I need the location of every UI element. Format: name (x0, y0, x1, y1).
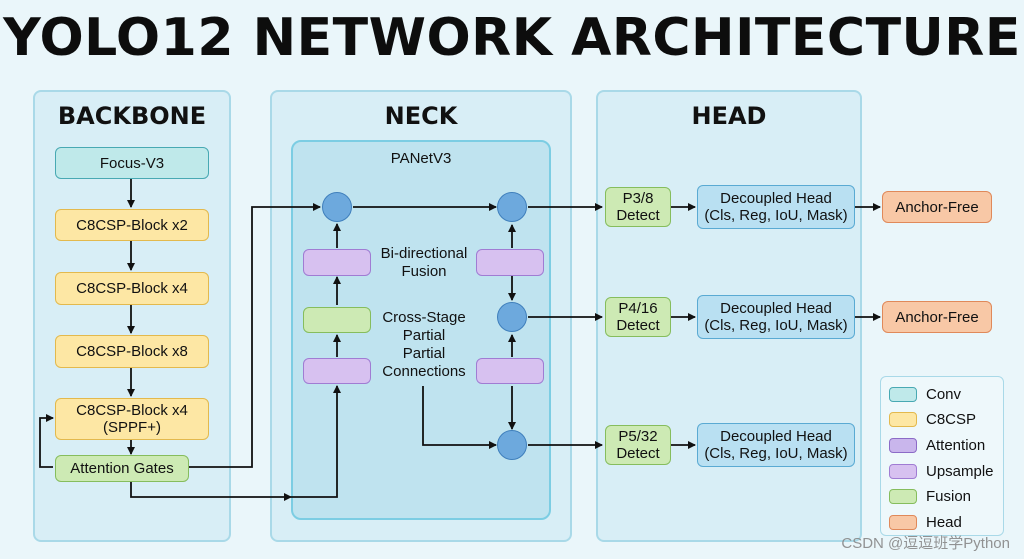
p3-detect-block: P3/8 Detect (605, 187, 671, 227)
legend-swatch-attention (889, 437, 917, 453)
c8csp-block-x4: C8CSP-Block x4 (55, 272, 209, 305)
neck-upsample-bar-upper-left (303, 249, 371, 276)
neck-upsample-bar-lower-right (476, 358, 544, 384)
legend-item-upsample: Upsample (889, 462, 994, 480)
legend-label-c8csp: C8CSP (926, 410, 977, 428)
c8csp-sppf-line1: C8CSP-Block x4 (76, 402, 188, 419)
anchor-free-p4: Anchor-Free (882, 301, 992, 333)
neck-title: NECK (384, 102, 458, 130)
csp-line1: Cross-Stage (382, 309, 466, 326)
p4-detect-block: P4/16 Detect (605, 297, 671, 337)
bidir-line1: Bi-directional (380, 245, 468, 262)
diagram-title: YOLO12 NETWORK ARCHITECTURE (3, 8, 1021, 68)
legend-item-c8csp: C8CSP (889, 410, 976, 428)
dh-p5-line1: Decoupled Head (720, 428, 832, 445)
anchor-free-p3: Anchor-Free (882, 191, 992, 223)
decoupled-head-p3: Decoupled Head (Cls, Reg, IoU, Mask) (697, 185, 855, 229)
c8csp-block-x8: C8CSP-Block x8 (55, 335, 209, 368)
legend-label-fusion: Fusion (926, 487, 972, 505)
neck-node-mid-right (497, 302, 527, 332)
c8csp-sppf-line2: (SPPF+) (103, 419, 161, 436)
legend-swatch-conv (889, 386, 917, 402)
legend-label-head: Head (926, 513, 962, 531)
legend-swatch-fusion (889, 488, 917, 504)
p3-line2: Detect (616, 207, 660, 224)
legend-swatch-upsample (889, 463, 917, 479)
legend-item-attention: Attention (889, 436, 985, 454)
c8csp-block-x4-sppf: C8CSP-Block x4 (SPPF+) (55, 398, 209, 440)
neck-upsample-bar-lower-left (303, 358, 371, 384)
neck-node-top-left (322, 192, 352, 222)
csp-line3: Partial (402, 345, 446, 362)
legend: Conv C8CSP Attention Upsample Fusion Hea… (880, 376, 1004, 536)
csp-line2: Partial (402, 327, 446, 344)
dh-p4-line2: (Cls, Reg, IoU, Mask) (704, 317, 848, 334)
dh-p5-line2: (Cls, Reg, IoU, Mask) (704, 445, 848, 462)
p5-line2: Detect (616, 445, 660, 462)
legend-label-upsample: Upsample (926, 462, 994, 480)
p5-line1: P5/32 (618, 428, 658, 445)
attention-gates-block: Attention Gates (55, 455, 189, 482)
decoupled-head-p4: Decoupled Head (Cls, Reg, IoU, Mask) (697, 295, 855, 339)
legend-item-head: Head (889, 513, 962, 531)
legend-item-conv: Conv (889, 385, 961, 403)
p4-line2: Detect (616, 317, 660, 334)
legend-label-conv: Conv (926, 385, 962, 403)
panet-title: PANetV3 (390, 150, 452, 167)
legend-swatch-head (889, 514, 917, 530)
focus-v3-block: Focus-V3 (55, 147, 209, 179)
neck-upsample-bar-upper-right (476, 249, 544, 276)
cross-stage-partial-label: Cross-Stage Partial Partial Connections (372, 309, 476, 381)
dh-p4-line1: Decoupled Head (720, 300, 832, 317)
backbone-title: BACKBONE (57, 102, 207, 130)
head-title: HEAD (691, 102, 767, 130)
neck-fusion-bar-left (303, 307, 371, 333)
p3-line1: P3/8 (622, 190, 654, 207)
dh-p3-line1: Decoupled Head (720, 190, 832, 207)
dh-p3-line2: (Cls, Reg, IoU, Mask) (704, 207, 848, 224)
csp-line4: Connections (382, 363, 466, 380)
p4-line1: P4/16 (618, 300, 658, 317)
bidirectional-fusion-label: Bi-directional Fusion (372, 245, 476, 281)
legend-label-attention: Attention (926, 436, 986, 454)
neck-node-bottom-right (497, 430, 527, 460)
c8csp-block-x2: C8CSP-Block x2 (55, 209, 209, 241)
neck-node-top-right (497, 192, 527, 222)
bidir-line2: Fusion (401, 263, 447, 280)
legend-swatch-c8csp (889, 411, 917, 427)
p5-detect-block: P5/32 Detect (605, 425, 671, 465)
legend-item-fusion: Fusion (889, 487, 971, 505)
decoupled-head-p5: Decoupled Head (Cls, Reg, IoU, Mask) (697, 423, 855, 467)
watermark: CSDN @逗逗班学Python (841, 535, 1010, 552)
